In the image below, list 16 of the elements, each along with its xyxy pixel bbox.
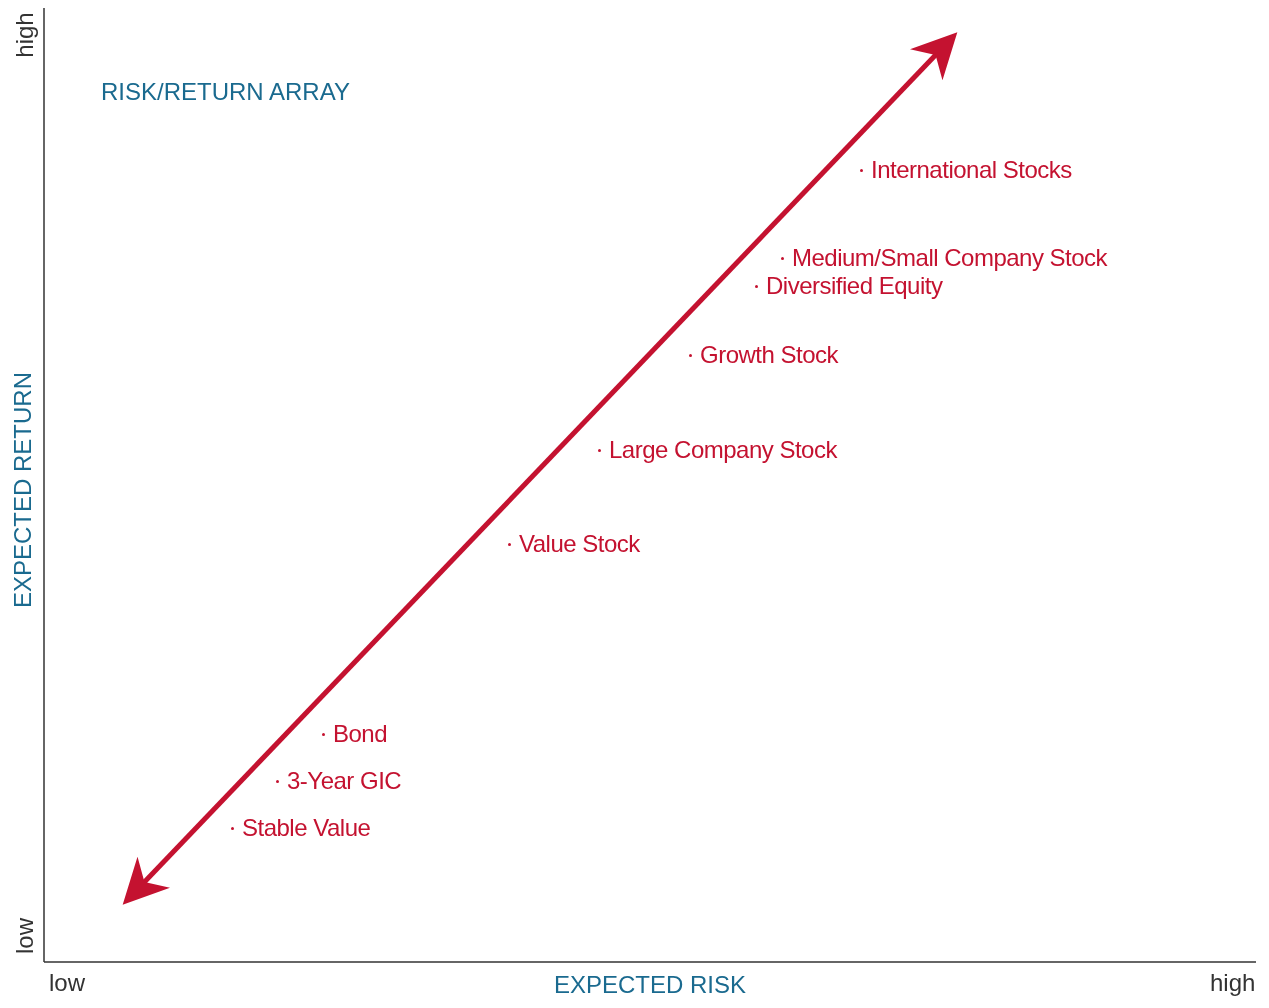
asset-class-label: Medium/Small Company Stock — [792, 246, 1108, 270]
chart-title: RISK/RETURN ARRAY — [101, 80, 350, 104]
asset-class-label: Value Stock — [519, 532, 640, 556]
asset-class-label: Bond — [333, 722, 388, 746]
asset-class-label: Large Company Stock — [609, 438, 837, 462]
axis-end-label: low — [13, 918, 37, 954]
axis-title: EXPECTED RISK — [554, 973, 746, 997]
asset-class-label: International Stocks — [871, 158, 1072, 182]
axis-end-label: low — [49, 971, 85, 995]
axis-title: EXPECTED RETURN — [11, 372, 35, 608]
axis-end-label: high — [1210, 971, 1256, 995]
asset-class-label: Stable Value — [242, 816, 371, 840]
asset-class-label: 3-Year GIC — [287, 769, 402, 793]
asset-class-label: Growth Stock — [700, 343, 839, 367]
asset-class-label: Diversified Equity — [766, 274, 943, 298]
axis-end-label: high — [13, 12, 37, 58]
